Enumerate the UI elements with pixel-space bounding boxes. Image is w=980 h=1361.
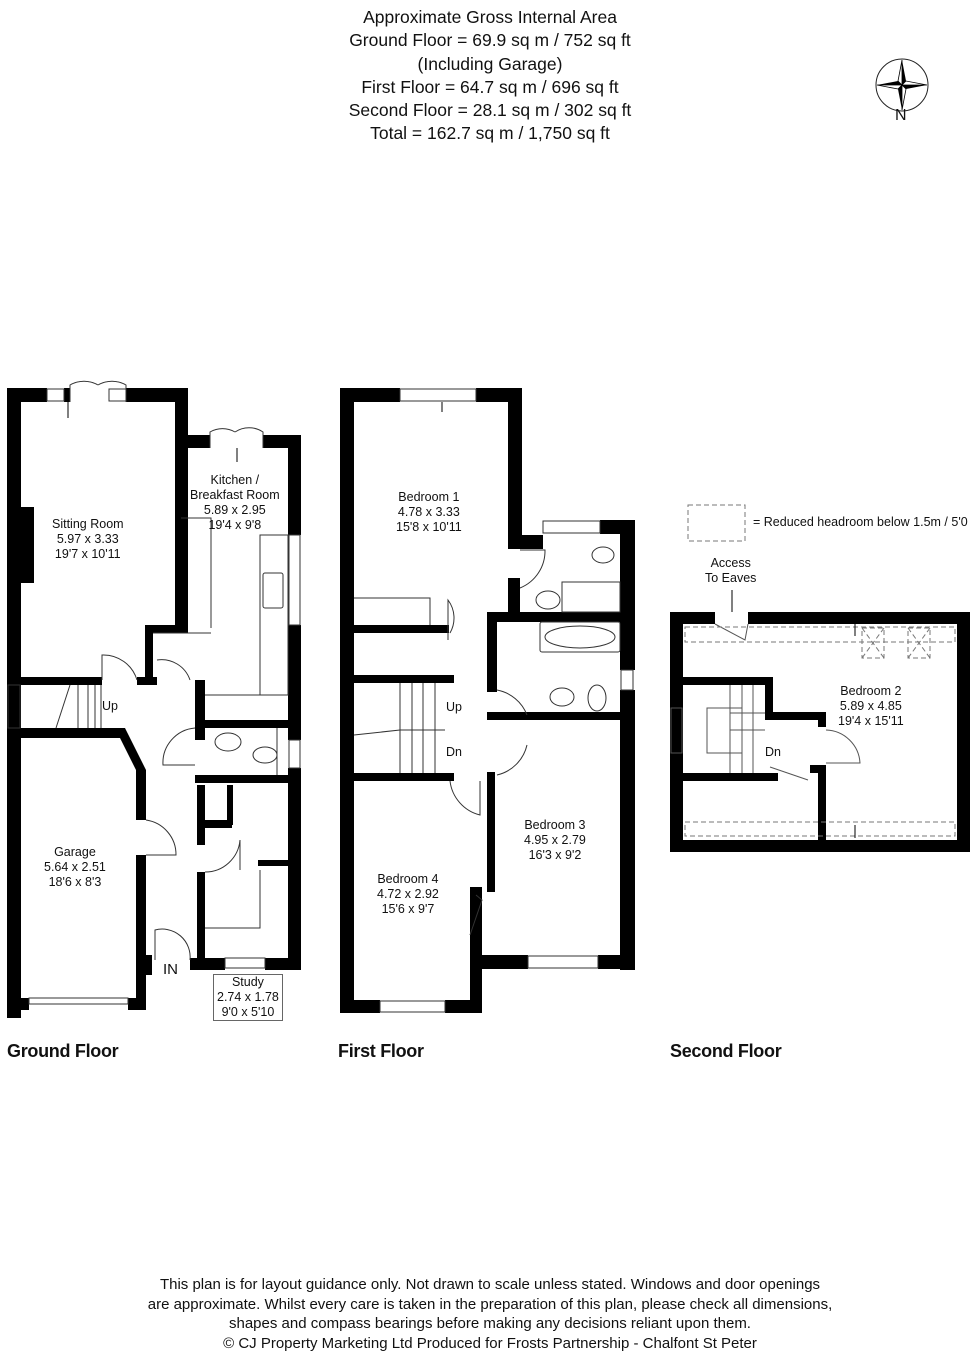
compass-rose-icon [875, 58, 929, 112]
room-label-bedroom-4: Bedroom 4 4.72 x 2.92 15'6 x 9'7 [377, 872, 439, 916]
ground-floor-area: Ground Floor = 69.9 sq m / 752 sq ft [349, 30, 631, 51]
ground-floor-walls [7, 388, 301, 1018]
room-label-garage: Garage 5.64 x 2.51 18'6 x 8'3 [44, 845, 106, 889]
area-summary: Approximate Gross Internal Area Ground F… [300, 6, 680, 146]
copyright: © CJ Property Marketing Ltd Produced for… [223, 1334, 757, 1352]
legend-swatch [687, 504, 746, 542]
room-label-bedroom-2: Bedroom 2 5.89 x 4.85 19'4 x 15'11 [838, 684, 904, 728]
area-title: Approximate Gross Internal Area [363, 7, 617, 27]
garage-note: (Including Garage) [417, 53, 563, 74]
access-to-eaves-label: Access To Eaves [705, 556, 757, 585]
second-floor-details [670, 623, 861, 781]
room-label-sitting-room: Sitting Room 5.97 x 3.33 19'7 x 10'11 [52, 517, 124, 561]
room-label-bedroom-3: Bedroom 3 4.95 x 2.79 16'3 x 9'2 [524, 818, 586, 862]
stairs-up-label: Up [102, 699, 118, 713]
disclaimer: This plan is for layout guidance only. N… [100, 1275, 880, 1353]
second-floor-area: Second Floor = 28.1 sq m / 302 sq ft [348, 100, 632, 121]
reduced-headroom-areas [684, 504, 956, 837]
first-floor-details [353, 388, 634, 1013]
first-stairs-up-label: Up [446, 700, 462, 714]
room-label-study: Study 2.74 x 1.78 9'0 x 5'10 [213, 974, 283, 1021]
room-label-kitchen: Kitchen / Breakfast Room 5.89 x 2.95 19'… [190, 473, 280, 532]
first-stairs-down-label: Dn [446, 745, 462, 759]
first-floor-area: First Floor = 64.7 sq m / 696 sq ft [361, 76, 619, 97]
first-floor-walls [340, 388, 635, 1013]
second-floor-title: Second Floor [670, 1041, 782, 1061]
compass-north-label: N [895, 107, 907, 124]
second-floor-walls [670, 612, 970, 852]
first-floor-title: First Floor [338, 1041, 424, 1061]
headroom-legend-text: = Reduced headroom below 1.5m / 5'0 [753, 515, 968, 529]
room-label-bedroom-1: Bedroom 1 4.78 x 3.33 15'8 x 10'11 [396, 490, 462, 534]
dimension-arrows [67, 402, 856, 838]
second-stairs-down-label: Dn [765, 745, 781, 759]
total-area: Total = 162.7 sq m / 1,750 sq ft [370, 123, 610, 144]
ground-floor-details [7, 380, 301, 1005]
ground-floor-title: Ground Floor [7, 1041, 119, 1061]
entrance-label: IN [163, 961, 178, 978]
